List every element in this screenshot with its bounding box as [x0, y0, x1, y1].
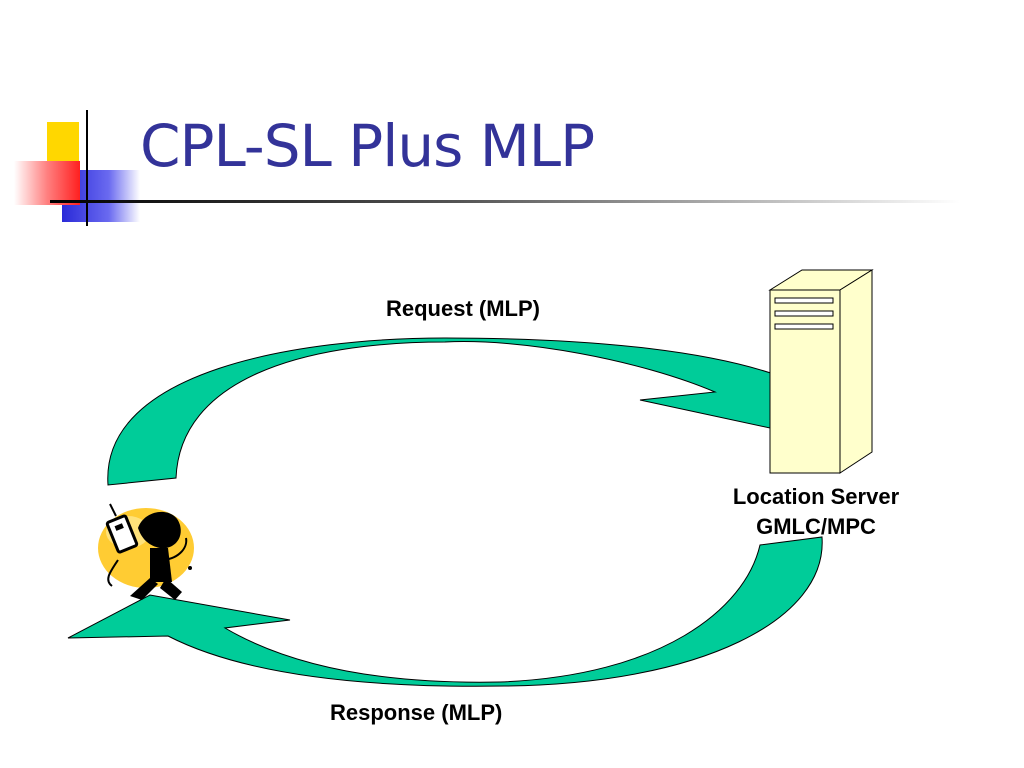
location-server-label: Location Server GMLC/MPC — [700, 482, 932, 542]
response-arrow — [67, 536, 823, 687]
title-square-decoration — [14, 110, 960, 226]
server-tower-icon — [768, 269, 874, 474]
request-arrow — [107, 337, 860, 486]
response-label: Response (MLP) — [330, 700, 503, 725]
server-label-line2: GMLC/MPC — [756, 514, 876, 539]
slide-title: CPL-SL Plus MLP — [140, 112, 595, 180]
server-label-line1: Location Server — [732, 484, 900, 509]
person-with-phone-clipart — [98, 503, 194, 600]
request-label: Request (MLP) — [386, 296, 540, 321]
